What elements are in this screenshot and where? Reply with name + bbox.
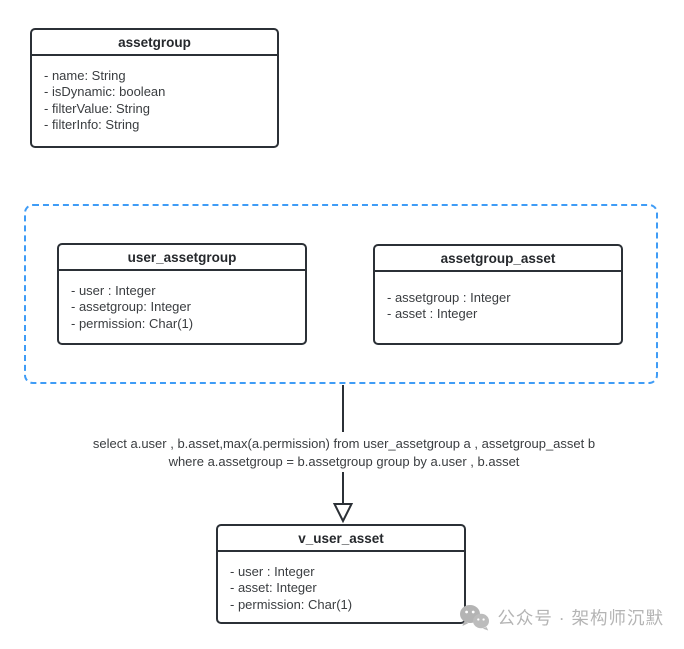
class-field: - name: String [44, 68, 126, 83]
class-field: - permission: Char(1) [71, 315, 194, 331]
class-fields-assetgroup-asset: - assetgroup : Integer - asset : Integer [375, 272, 621, 323]
class-field: - asset: Integer [230, 580, 317, 596]
class-fields-v-user-asset: - user : Integer - asset: Integer - perm… [218, 552, 464, 613]
class-field: - user : Integer [230, 564, 315, 579]
class-field: - permission: Char(1) [230, 596, 353, 612]
class-title-v-user-asset: v_user_asset [218, 526, 464, 552]
class-box-assetgroup: assetgroup - name: String - isDynamic: b… [30, 28, 279, 148]
class-fields-user-assetgroup: - user : Integer - assetgroup: Integer -… [59, 271, 305, 332]
class-box-user-assetgroup: user_assetgroup - user : Integer - asset… [57, 243, 307, 345]
class-field: - user : Integer [71, 283, 156, 298]
watermark-text: 公众号 · 架构师沉默 [497, 608, 664, 628]
class-field: - isDynamic: boolean [44, 84, 166, 100]
class-field: - filterValue: String [44, 100, 150, 116]
class-field: - filterInfo: String [44, 116, 140, 132]
class-box-v-user-asset: v_user_asset - user : Integer - asset: I… [216, 524, 466, 624]
class-title-assetgroup: assetgroup [32, 30, 277, 56]
sql-annotation-line1: select a.user , b.asset,max(a.permission… [92, 436, 596, 451]
class-field: - assetgroup : Integer [387, 290, 511, 305]
class-fields-assetgroup: - name: String - isDynamic: boolean - fi… [32, 56, 277, 133]
class-title-user-assetgroup: user_assetgroup [59, 245, 305, 271]
sql-annotation: select a.user , b.asset,max(a.permission… [24, 435, 664, 470]
class-field: - asset : Integer [387, 306, 478, 322]
arrowhead-icon [332, 503, 354, 524]
watermark: 公众号 · 架构师沉默 [459, 604, 664, 631]
sql-annotation-line2: where a.assetgroup = b.assetgroup group … [168, 453, 520, 469]
dashed-group-container [24, 204, 658, 384]
class-box-assetgroup-asset: assetgroup_asset - assetgroup : Integer … [373, 244, 623, 345]
class-title-assetgroup-asset: assetgroup_asset [375, 246, 621, 272]
class-field: - assetgroup: Integer [71, 299, 191, 315]
wechat-icon [459, 604, 490, 631]
